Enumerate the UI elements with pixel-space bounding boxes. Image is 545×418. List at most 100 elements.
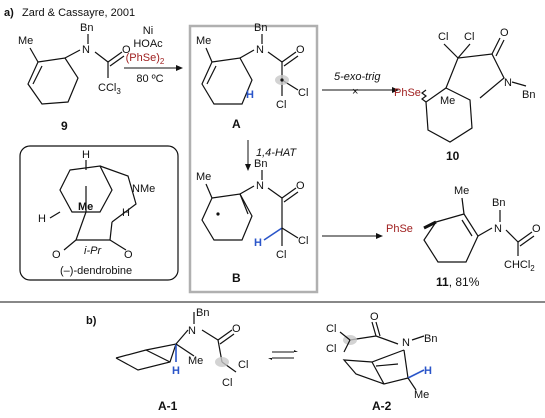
b-h-label: H bbox=[254, 237, 262, 249]
dend-o-bond bbox=[109, 239, 127, 251]
reagent-phse2: (PhSe)2 bbox=[126, 52, 165, 66]
b-cl-label-1: Cl bbox=[298, 235, 308, 247]
intermediate-b bbox=[201, 170, 299, 246]
c11-n-co-bond bbox=[505, 229, 519, 243]
a1-co-double bbox=[219, 333, 235, 345]
c11-ring bbox=[423, 213, 479, 263]
c10-n-label: N bbox=[504, 77, 512, 89]
part-b-letter: b) bbox=[86, 315, 97, 327]
a-me-label: Me bbox=[196, 35, 211, 47]
a-methyl-bond bbox=[205, 47, 213, 63]
a2-cl-label-1: Cl bbox=[326, 323, 336, 335]
b-radical-dot bbox=[216, 212, 220, 216]
c10-wavy-bond bbox=[421, 89, 427, 103]
a1-cl-label-2: Cl bbox=[222, 377, 232, 389]
c10-cl-label-1: Cl bbox=[438, 31, 448, 43]
a1-me-label: Me bbox=[188, 355, 203, 367]
c10-phse-label: PhSe bbox=[394, 87, 421, 99]
dendrobine-box bbox=[19, 145, 179, 281]
reagent-temp: 80 ºC bbox=[136, 73, 163, 85]
dend-ipr-label: i-Pr bbox=[84, 245, 102, 257]
a2-co-double bbox=[375, 321, 381, 337]
a2-c-h-bond bbox=[407, 369, 425, 379]
dend-bond-a bbox=[75, 211, 87, 241]
b-o-label: O bbox=[296, 180, 305, 192]
b-n-co-bond bbox=[267, 187, 283, 199]
part-a-letter: a) bbox=[4, 7, 14, 19]
b-methyl-bond bbox=[205, 183, 213, 199]
a1-bn-label: Bn bbox=[196, 307, 209, 319]
b-ring-double bbox=[239, 193, 249, 215]
a1-ring-inner bbox=[145, 349, 171, 363]
a2-co-bond bbox=[371, 321, 377, 337]
a1-n-label: N bbox=[188, 325, 196, 337]
c10-ccl-bond-1 bbox=[443, 43, 459, 59]
dend-h-label-3: H bbox=[122, 207, 130, 219]
intermediate-box bbox=[188, 24, 319, 294]
intermediate-a-label: A bbox=[232, 117, 241, 131]
a-c-n-bond bbox=[239, 49, 255, 59]
reference-text: Zard & Cassayre, 2001 bbox=[22, 7, 135, 19]
exo-arrowhead bbox=[392, 87, 399, 93]
a-ring-double bbox=[206, 65, 217, 85]
dendrobine-structure bbox=[49, 160, 137, 251]
a2-ring bbox=[342, 349, 409, 385]
a1-ring bbox=[115, 343, 177, 371]
c9-me-label: Me bbox=[18, 35, 33, 47]
c11-me-label: Me bbox=[454, 185, 469, 197]
c-n-bond bbox=[64, 49, 81, 59]
dend-o-label-1: O bbox=[52, 249, 61, 261]
intermediate-b-label: B bbox=[232, 271, 241, 285]
a2-c-n-bond bbox=[375, 335, 399, 345]
dendrobine-label: (–)-dendrobine bbox=[60, 265, 132, 277]
compound-9 bbox=[27, 34, 125, 105]
b-bn-label: Bn bbox=[254, 158, 267, 170]
a-n-label: N bbox=[256, 44, 264, 56]
reagent-ni: Ni bbox=[143, 25, 153, 37]
b-c-n-bond bbox=[239, 185, 255, 195]
c10-n-bn-bond bbox=[511, 81, 527, 87]
ring-double-bond bbox=[32, 65, 43, 85]
b-ring bbox=[201, 193, 253, 241]
a2-ring-inner bbox=[371, 361, 385, 385]
a1-cl-label-1: Cl bbox=[238, 359, 248, 371]
c11-methyl-bond bbox=[461, 197, 465, 215]
a1-c-n-bond bbox=[175, 329, 189, 345]
a2-n-bn-bond bbox=[411, 335, 425, 341]
compound-11-label: 11, 81% bbox=[436, 275, 480, 289]
dend-h-label-2: H bbox=[38, 213, 46, 225]
a-o-label: O bbox=[296, 44, 305, 56]
a2-me-label: Me bbox=[414, 389, 429, 401]
methyl-bond bbox=[29, 47, 39, 63]
c10-co-bond bbox=[491, 37, 501, 55]
dend-me-label: Me bbox=[78, 201, 93, 213]
a1-co-bond bbox=[217, 329, 233, 341]
a-co-double bbox=[283, 55, 299, 67]
c11-phse-wedge bbox=[423, 220, 437, 230]
dend-bond-c bbox=[109, 221, 113, 241]
intermediate-a bbox=[201, 34, 299, 105]
c11-c-n-bond bbox=[477, 227, 493, 237]
b-co-bond bbox=[281, 187, 297, 199]
compound-10 bbox=[421, 37, 527, 143]
exo-blocked-mark: × bbox=[352, 86, 358, 98]
c11-ring-double bbox=[461, 219, 473, 237]
a-co-bond bbox=[281, 51, 297, 63]
equilibrium-head-2 bbox=[268, 358, 272, 360]
dend-h2-bond bbox=[49, 211, 61, 219]
c11-n-label: N bbox=[494, 223, 502, 235]
a1-me-bond bbox=[175, 343, 195, 357]
c10-ccl-bond-2 bbox=[457, 43, 471, 59]
a-radical-dot bbox=[280, 78, 284, 82]
reagent-hoac: HOAc bbox=[133, 38, 163, 50]
c9-ccl3-label: CCl3 bbox=[98, 82, 121, 96]
c11-co-double bbox=[519, 235, 535, 247]
b-me-label: Me bbox=[196, 171, 211, 183]
a-cl-label-1: Cl bbox=[298, 87, 308, 99]
a-bn-label: Bn bbox=[254, 22, 267, 34]
a2-h-label: H bbox=[424, 365, 432, 377]
a2-ccl-bond-2 bbox=[343, 339, 351, 353]
dend-o-label-2: O bbox=[124, 249, 133, 261]
